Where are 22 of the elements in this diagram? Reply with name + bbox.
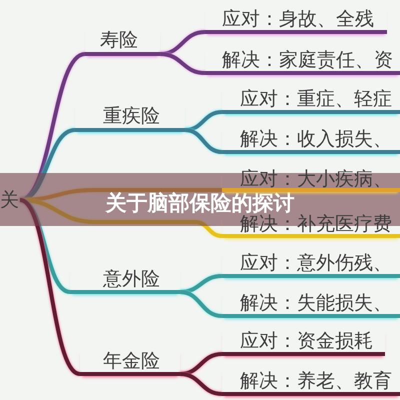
leaf-label: 解决：家庭责任、资 [205, 49, 400, 75]
leaf-label: 应对：意外伤残、 [222, 252, 400, 278]
branch-label: 意外险 [70, 268, 180, 294]
leaf-label: 应对：资金损耗 [222, 330, 385, 356]
leaf-label: 应对：重症、轻症 [222, 88, 400, 114]
branch-label: 重疾险 [75, 104, 185, 132]
title: 关于脑部保险的探讨 [106, 193, 294, 214]
connector-line [19, 198, 71, 294]
branch-label: 寿险 [85, 28, 160, 56]
connector-line [19, 198, 81, 376]
leaf-label: 解决：收入损失、 [222, 128, 400, 154]
leaf-label: 应对：身故、全残 [205, 8, 387, 34]
connector-line [180, 290, 222, 318]
leaf-label: 解决：失能损失、 [222, 292, 400, 318]
connector-line [184, 128, 222, 154]
leaf-label: 解决：养老、教育 [222, 370, 400, 396]
connector-line [160, 52, 206, 75]
branch-label: 年金险 [80, 350, 180, 376]
connector-line [20, 198, 222, 238]
leaf-label: 应对：大小疾病、 [222, 170, 400, 192]
connector-line [180, 372, 222, 396]
root-label: 关 [0, 188, 20, 212]
